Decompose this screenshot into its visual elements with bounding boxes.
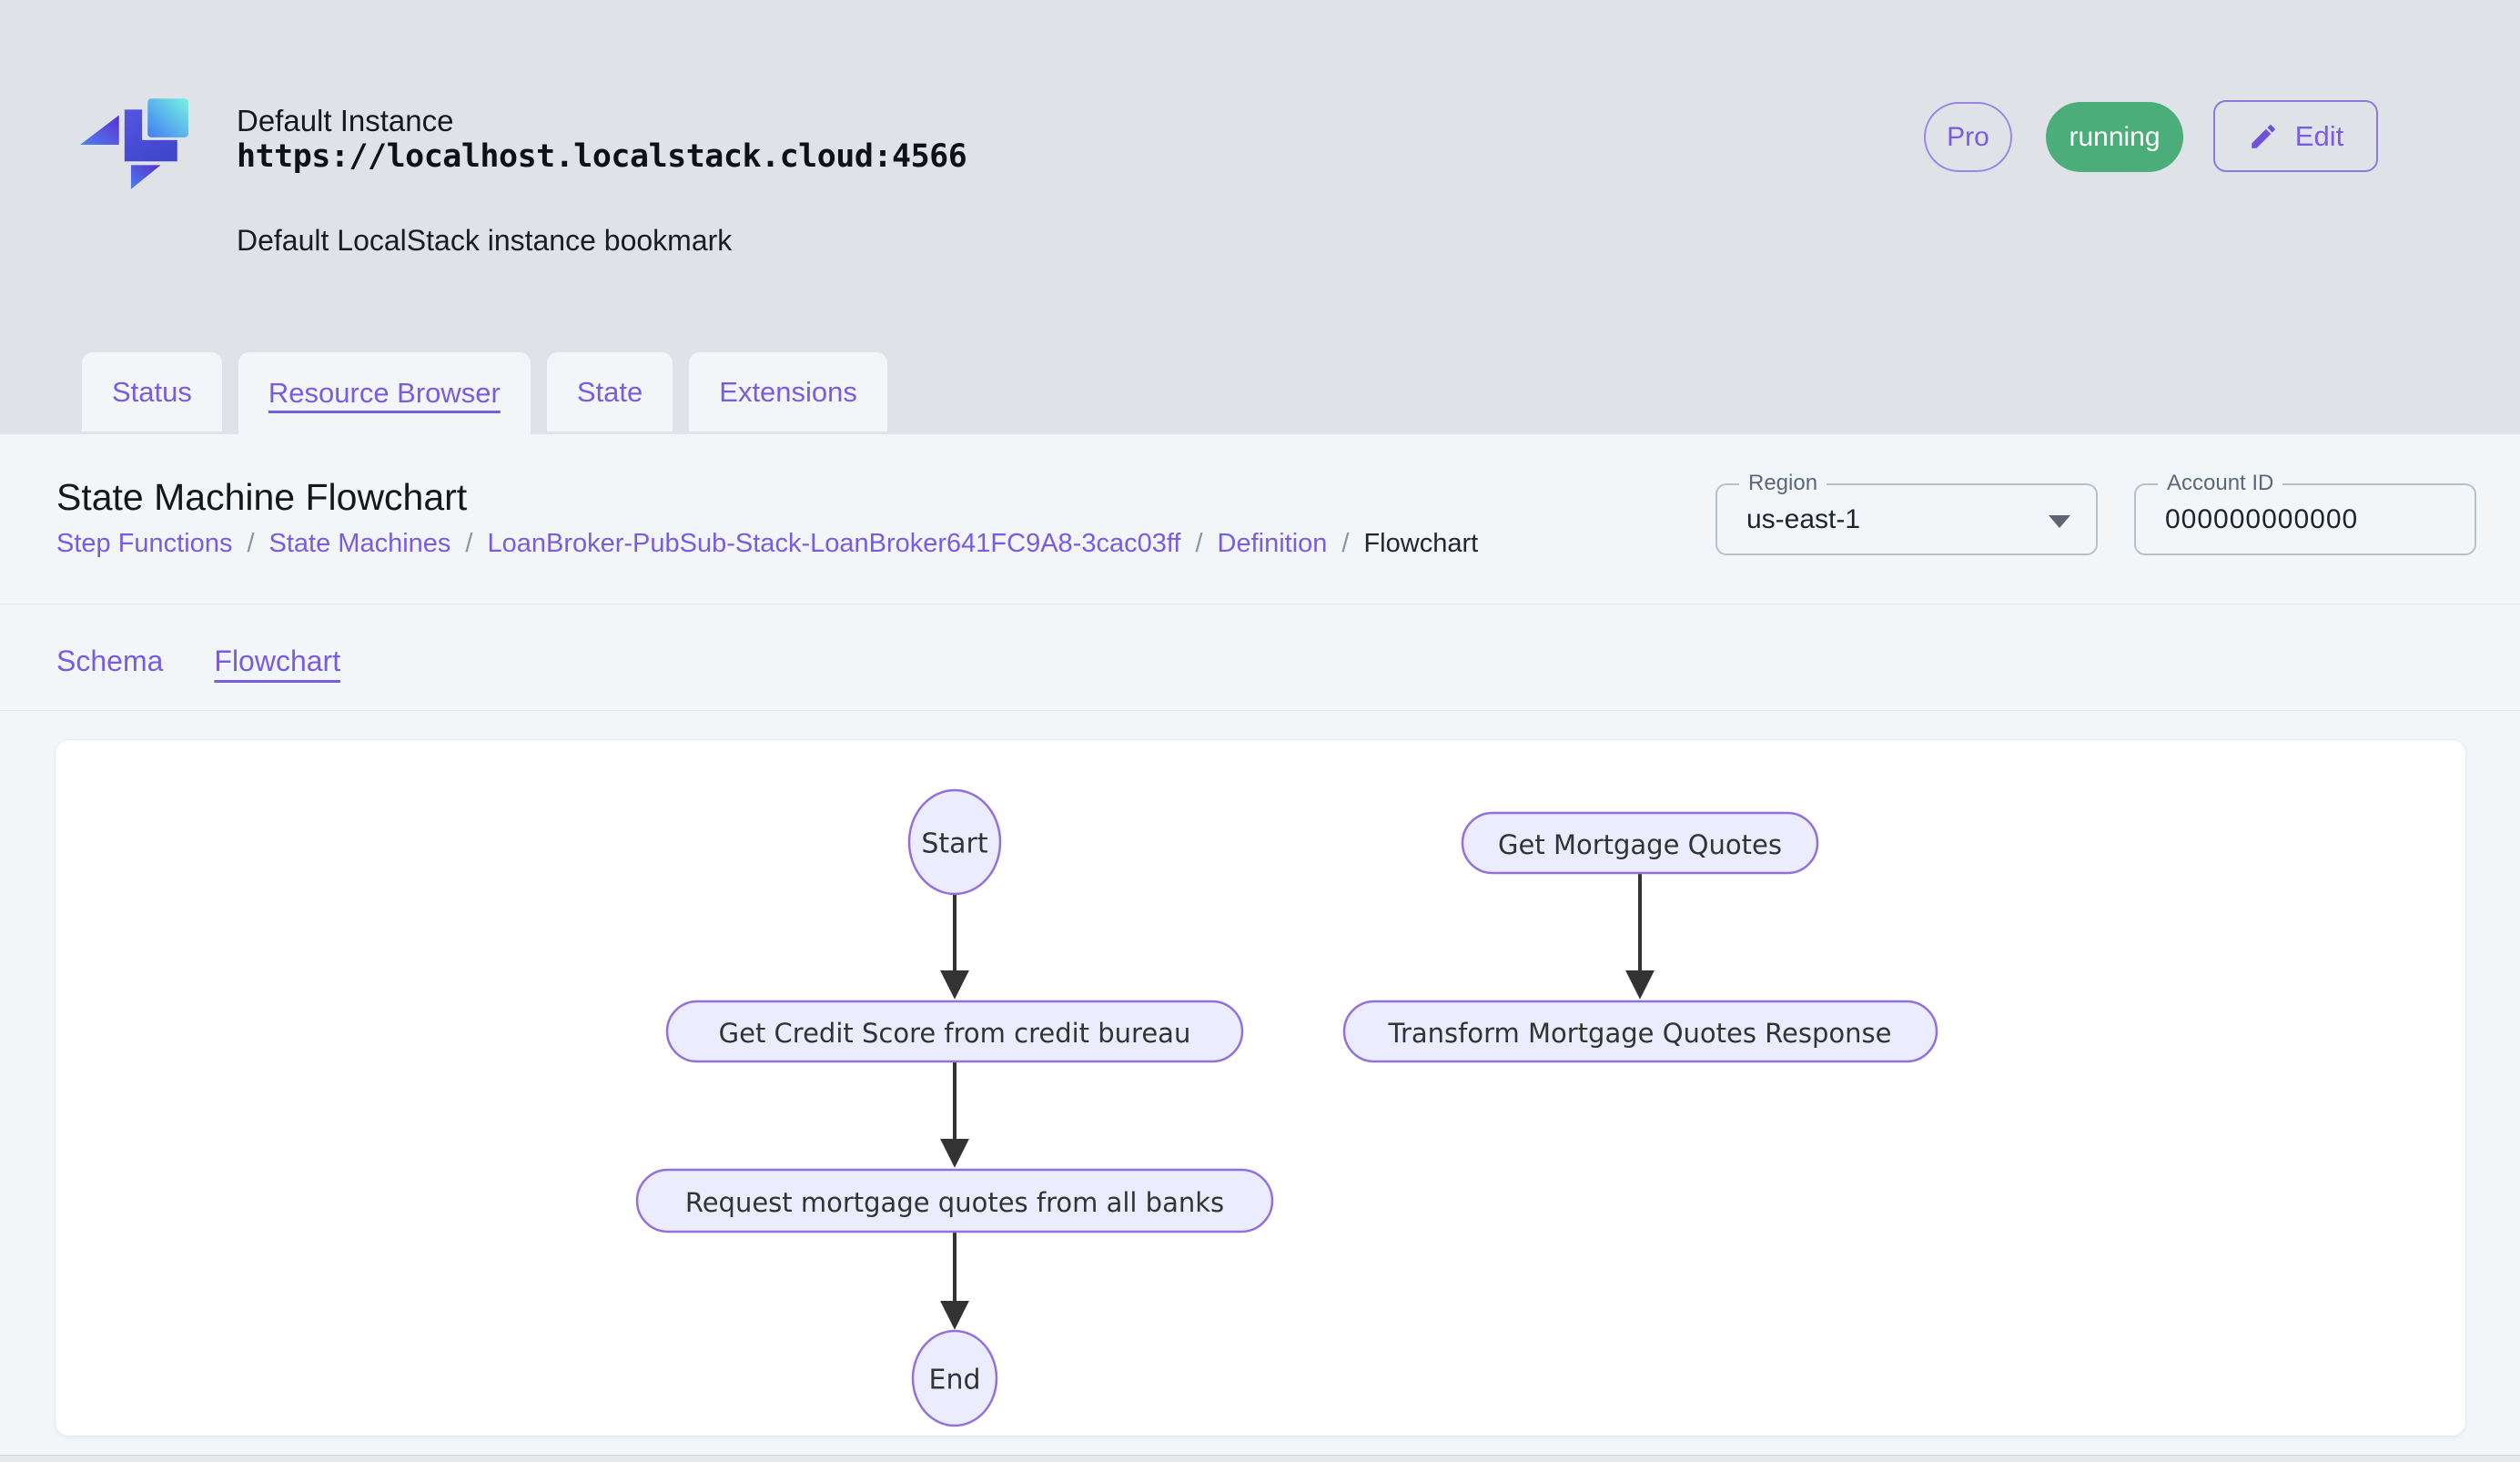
svg-text:Transform Mortgage Quotes Resp: Transform Mortgage Quotes Response [1388, 1018, 1892, 1049]
page-title: State Machine Flowchart [56, 476, 467, 519]
state-machine-flowchart: Start Get Credit Score from credit burea… [56, 740, 2466, 1437]
tab-state[interactable]: State [547, 352, 673, 431]
region-select-label: Region [1739, 472, 1827, 495]
instance-description: Default LocalStack instance bookmark [237, 224, 732, 258]
flowchart-card: Start Get Credit Score from credit burea… [55, 739, 2466, 1437]
definition-subtabs: Schema Flowchart [56, 629, 340, 693]
breadcrumb-state-machines[interactable]: State Machines [269, 529, 451, 559]
instance-tabs: Status Resource Browser State Extensions [82, 352, 887, 434]
localstack-logo-icon [76, 96, 191, 191]
breadcrumb-separator: / [465, 529, 472, 559]
svg-text:Request mortgage quotes from a: Request mortgage quotes from all banks [685, 1187, 1224, 1218]
breadcrumb: Step Functions / State Machines / LoanBr… [56, 529, 1478, 559]
flow-node-start: Start [909, 790, 1000, 894]
breadcrumb-separator: / [1341, 529, 1349, 559]
region-select-value: us-east-1 [1717, 485, 2096, 553]
divider [0, 710, 2520, 711]
breadcrumb-separator: / [1195, 529, 1202, 559]
breadcrumb-flowchart: Flowchart [1363, 529, 1478, 559]
subtab-flowchart[interactable]: Flowchart [214, 645, 340, 678]
svg-text:Get Mortgage Quotes: Get Mortgage Quotes [1498, 829, 1782, 860]
account-id-input[interactable] [2136, 485, 2474, 553]
flow-node-transform-response: Transform Mortgage Quotes Response [1344, 1001, 1937, 1061]
flow-node-get-credit-score: Get Credit Score from credit bureau [667, 1001, 1242, 1061]
flow-node-get-mortgage-quotes: Get Mortgage Quotes [1462, 813, 1817, 873]
instance-url: https://localhost.localstack.cloud:4566 [237, 138, 967, 175]
account-id-field: Account ID [2134, 483, 2476, 555]
pro-badge: Pro [1924, 102, 2012, 172]
breadcrumb-definition[interactable]: Definition [1218, 529, 1328, 559]
instance-name: Default Instance [237, 104, 453, 138]
subtab-schema[interactable]: Schema [56, 645, 163, 678]
tab-status[interactable]: Status [82, 352, 222, 431]
resource-browser-panel: State Machine Flowchart Step Functions /… [0, 434, 2520, 1462]
edit-button-label: Edit [2295, 120, 2343, 153]
horizontal-scrollbar-track[interactable] [0, 1455, 2520, 1462]
breadcrumb-separator: / [247, 529, 254, 559]
flow-node-end: End [913, 1331, 997, 1426]
pencil-icon [2248, 121, 2279, 152]
status-badge: running [2046, 102, 2183, 172]
region-select[interactable]: Region us-east-1 [1715, 483, 2098, 555]
svg-text:End: End [928, 1365, 980, 1396]
breadcrumb-step-functions[interactable]: Step Functions [56, 529, 232, 559]
flow-edges [955, 873, 1640, 1325]
svg-text:Start: Start [921, 828, 988, 860]
account-id-label: Account ID [2158, 472, 2282, 495]
edit-button[interactable]: Edit [2213, 100, 2378, 172]
breadcrumb-state-machine-name[interactable]: LoanBroker-PubSub-Stack-LoanBroker641FC9… [487, 529, 1180, 559]
chevron-down-icon [2049, 515, 2070, 528]
tab-resource-browser[interactable]: Resource Browser [238, 352, 531, 434]
flow-node-request-quotes: Request mortgage quotes from all banks [637, 1170, 1272, 1232]
svg-text:Get Credit Score from credit b: Get Credit Score from credit bureau [719, 1018, 1191, 1049]
tab-extensions[interactable]: Extensions [689, 352, 887, 431]
